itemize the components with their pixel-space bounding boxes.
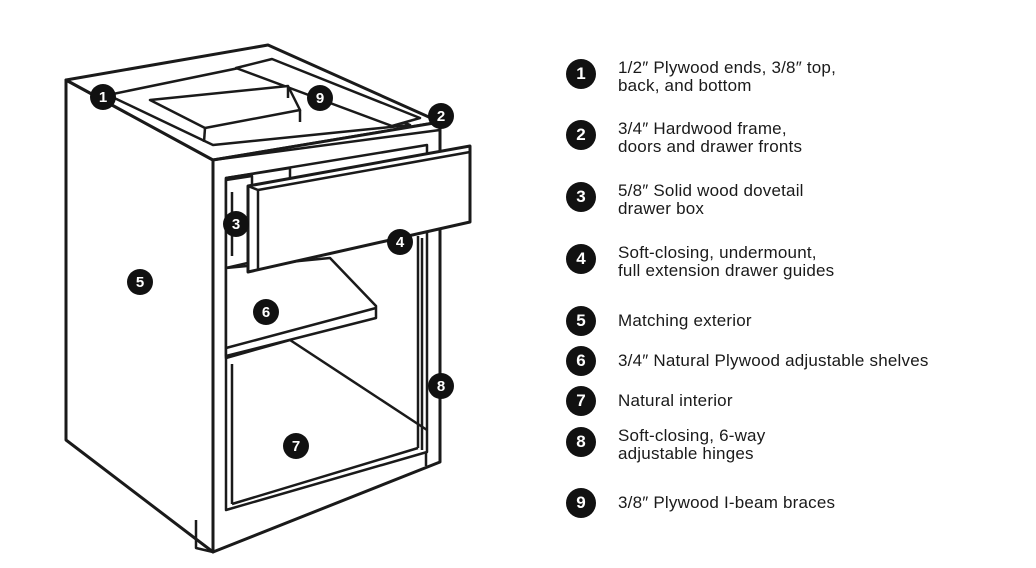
legend-number: 9 [566, 488, 596, 518]
legend-text: Soft-closing, 6-way adjustable hinges [618, 426, 766, 463]
legend-text: 1/2″ Plywood ends, 3/8″ top, back, and b… [618, 58, 836, 95]
legend-text: 3/4″ Hardwood frame, doors and drawer fr… [618, 119, 803, 156]
legend-number: 4 [566, 244, 596, 274]
legend-item-3: 3 5/8″ Solid wood dovetail drawer box [566, 182, 804, 218]
svg-text:1: 1 [99, 89, 107, 106]
legend-number: 6 [566, 346, 596, 376]
callout-badge-5: 5 [127, 269, 153, 295]
legend-text: 3/4″ Natural Plywood adjustable shelves [618, 351, 929, 370]
callout-badge-2: 2 [428, 103, 454, 129]
adjustable-shelf [224, 256, 378, 358]
legend-text: 5/8″ Solid wood dovetail drawer box [618, 181, 804, 218]
legend-text: Natural interior [618, 391, 733, 410]
legend-item-1: 1 1/2″ Plywood ends, 3/8″ top, back, and… [566, 59, 836, 95]
legend-item-8: 8 Soft-closing, 6-way adjustable hinges [566, 427, 765, 463]
callout-badge-3: 3 [223, 211, 249, 237]
legend-text: Soft-closing, undermount, full extension… [618, 243, 835, 280]
svg-text:3: 3 [232, 216, 240, 233]
legend-number: 1 [566, 59, 596, 89]
callout-badge-6: 6 [253, 299, 279, 325]
drawer-front [246, 144, 472, 274]
callout-badge-1: 1 [90, 84, 116, 110]
callout-badge-9: 9 [307, 85, 333, 111]
legend-text: Matching exterior [618, 311, 752, 330]
callout-legend: 1 1/2″ Plywood ends, 3/8″ top, back, and… [566, 0, 1026, 568]
cabinet-diagram: 1 9 2 3 4 5 6 8 7 [64, 43, 472, 554]
legend-item-4: 4 Soft-closing, undermount, full extensi… [566, 244, 834, 280]
svg-text:4: 4 [396, 234, 405, 251]
legend-number: 3 [566, 182, 596, 212]
svg-text:9: 9 [316, 90, 324, 107]
svg-text:5: 5 [136, 274, 144, 291]
callout-badge-7: 7 [283, 433, 309, 459]
svg-text:2: 2 [437, 108, 445, 125]
legend-item-9: 9 3/8″ Plywood I-beam braces [566, 488, 835, 518]
legend-text: 3/8″ Plywood I-beam braces [618, 493, 836, 512]
legend-item-2: 2 3/4″ Hardwood frame, doors and drawer … [566, 120, 802, 156]
callout-badge-4: 4 [387, 229, 413, 255]
legend-number: 8 [566, 427, 596, 457]
legend-item-7: 7 Natural interior [566, 386, 733, 416]
callout-badge-8: 8 [428, 373, 454, 399]
cabinet-side-panel [64, 78, 215, 554]
svg-text:7: 7 [292, 438, 300, 455]
legend-number: 2 [566, 120, 596, 150]
legend-number: 7 [566, 386, 596, 416]
legend-item-6: 6 3/4″ Natural Plywood adjustable shelve… [566, 346, 929, 376]
svg-text:8: 8 [437, 378, 445, 395]
legend-item-5: 5 Matching exterior [566, 306, 752, 336]
legend-number: 5 [566, 306, 596, 336]
svg-text:6: 6 [262, 304, 270, 321]
